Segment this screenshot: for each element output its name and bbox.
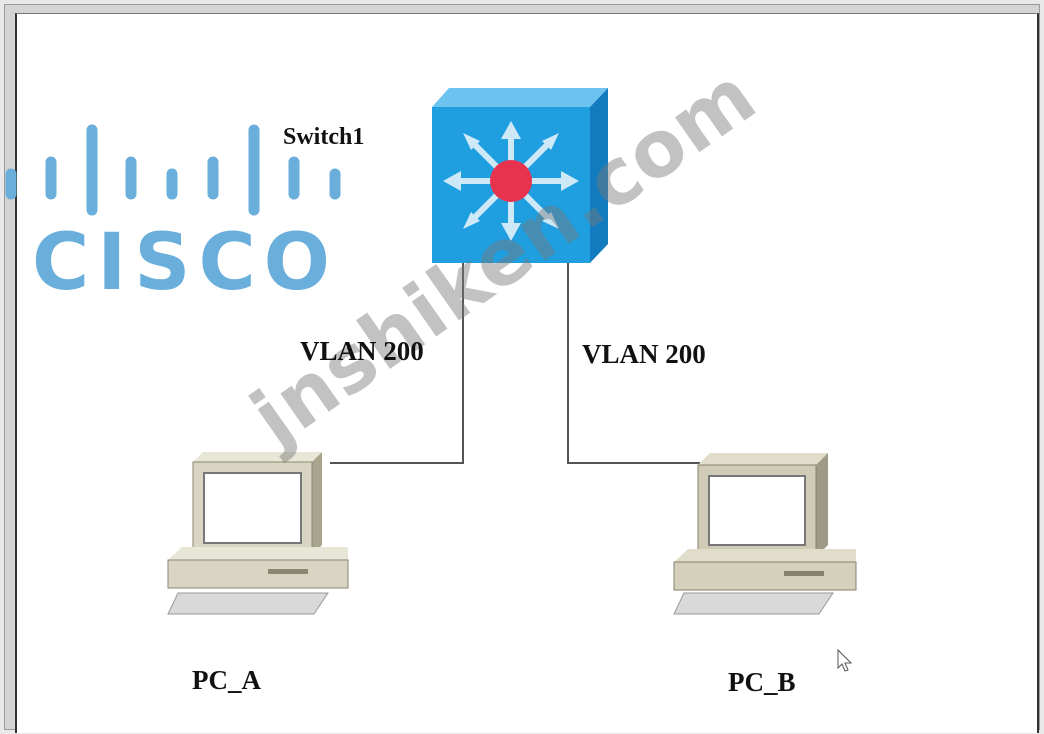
host-label-pc-b: PC_B: [728, 667, 796, 697]
layer3-switch-icon: [432, 88, 608, 263]
cisco-logo-text: CISCO: [32, 218, 338, 308]
switch-label: Switch1: [283, 124, 365, 150]
pc-a-computer-icon: [167, 452, 349, 615]
host-label-pc-a: PC_A: [192, 665, 261, 695]
mouse-pointer-icon: [837, 648, 853, 672]
cisco-logo-bars-icon: [5, 124, 341, 216]
link-label-right: VLAN 200: [582, 339, 706, 369]
pc-b-computer-icon: [673, 453, 857, 615]
link-lines: [330, 262, 700, 464]
link-label-left: VLAN 200: [300, 336, 424, 366]
